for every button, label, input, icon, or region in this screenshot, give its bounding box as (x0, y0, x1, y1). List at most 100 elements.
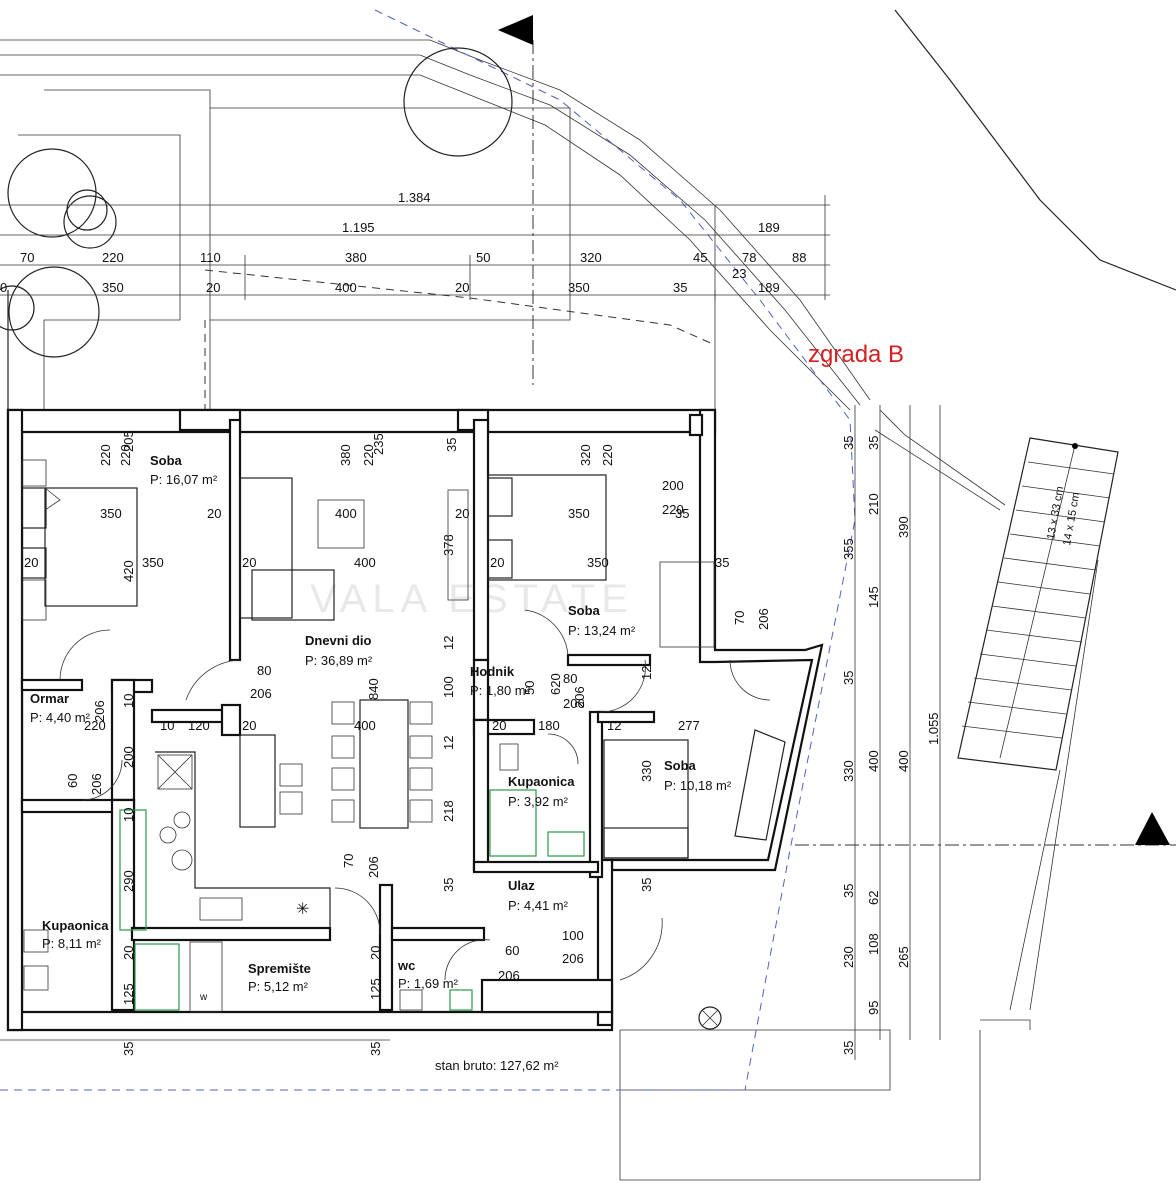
dim-label: 350 (568, 280, 590, 295)
dim-label: 400 (866, 750, 881, 772)
dim-label: 210 (866, 493, 881, 515)
dim-label: 12 (607, 718, 621, 733)
dim-label: 35 (866, 436, 881, 450)
dim-label: 125 (121, 983, 136, 1005)
dim-label: 378 (441, 534, 456, 556)
dim-label: 1.384 (398, 190, 431, 205)
dim-label: 70 (341, 854, 356, 868)
right-dimension-lines (854, 405, 941, 1060)
room-area: P: 36,89 m² (305, 653, 373, 668)
dim-label: 12 (441, 736, 456, 750)
dim-label: 35 (639, 878, 654, 892)
room-name: Soba (664, 758, 697, 773)
dim-label: 35 (673, 280, 687, 295)
dim-label: 1.055 (926, 712, 941, 745)
dim-label: 88 (792, 250, 806, 265)
site-context (0, 9, 1176, 1181)
dim-label: 145 (866, 586, 881, 608)
dim-label: 230 (841, 946, 856, 968)
dim-label: 220 (84, 718, 106, 733)
dim-label: 35 (368, 1042, 383, 1056)
dim-label: 189 (758, 220, 780, 235)
dim-label: 206 (563, 696, 585, 711)
dim-label: 206 (756, 608, 771, 630)
dim-label: 78 (742, 250, 756, 265)
dim-label: 350 (102, 280, 124, 295)
dim-label: 840 (366, 678, 381, 700)
dim-label: 400 (335, 506, 357, 521)
dim-label: 35 (444, 438, 459, 452)
room-area: P: 1,80 m² (470, 683, 531, 698)
dim-label: 62 (866, 891, 881, 905)
dim-label: 620 (548, 673, 563, 695)
right-dimension-labels: 35 35 355 210 390 145 35 1.055 330 400 4… (841, 436, 941, 1055)
dim-label: 235 (371, 433, 386, 455)
bottom-dimension-labels: 35 35 (0, 1039, 390, 1056)
room-area: P: 4,41 m² (508, 898, 569, 913)
room-area: P: 13,24 m² (568, 623, 636, 638)
dim-label: 206 (250, 686, 272, 701)
dim-label: 20 (455, 280, 469, 295)
dim-label: 206 (572, 686, 587, 708)
dim-label: 20 (490, 555, 504, 570)
dim-label: 200 (662, 478, 684, 493)
dim-label: 45 (693, 250, 707, 265)
dim-label: 290 (121, 870, 136, 892)
dim-label: 120 (188, 718, 210, 733)
dim-label: 206 (92, 700, 107, 722)
room-area: P: 5,12 m² (248, 979, 309, 994)
dim-label: 20 (242, 718, 256, 733)
dim-label: 80 (563, 671, 577, 686)
stair-note: 14 x 15 cm (1061, 491, 1082, 546)
dim-label: 23 (732, 266, 746, 281)
room-area: P: 16,07 m² (150, 472, 218, 487)
dim-label: 80 (257, 663, 271, 678)
dim-label: 220 (102, 250, 124, 265)
dim-label: 220 (600, 444, 615, 466)
room-name: Kupaonica (508, 774, 575, 789)
dim-label: 35 (675, 506, 689, 521)
dim-label: 220 (662, 502, 684, 517)
dim-label: 70 (732, 611, 747, 625)
dim-label: 20 (455, 506, 469, 521)
dim-label: 12 (639, 666, 654, 680)
dim-label: 20 (492, 718, 506, 733)
dim-label: 420 (121, 560, 136, 582)
room-name: Spremište (248, 961, 311, 976)
gross-area-label: stan bruto: 127,62 m² (435, 1058, 559, 1073)
dim-label: 12 (441, 636, 456, 650)
dim-label: 35 (841, 884, 856, 898)
dim-label: 400 (354, 555, 376, 570)
dim-label: 206 (498, 968, 520, 983)
dim-label: 380 (345, 250, 367, 265)
dim-label: 400 (354, 718, 376, 733)
dim-label: 200 (121, 746, 136, 768)
dim-label: 206 (89, 773, 104, 795)
dim-label: 100 (441, 676, 456, 698)
top-dimension-lines (0, 195, 830, 300)
dim-label: 350 (100, 506, 122, 521)
dim-label: 35 (441, 878, 456, 892)
dim-label: 20 (207, 506, 221, 521)
room-name: Soba (150, 453, 183, 468)
dim-label: 0 (0, 280, 7, 295)
washer-glyph: w (199, 992, 208, 1003)
room-name: Ulaz (508, 878, 535, 893)
dim-label: 189 (758, 280, 780, 295)
dim-label: 206 (366, 856, 381, 878)
dim-label: 20 (121, 946, 136, 960)
dim-label: 10 (160, 718, 174, 733)
room-area: P: 8,11 m² (42, 936, 102, 951)
watermark-text: VALA ESTATE (310, 577, 634, 621)
room-area: P: 3,92 m² (508, 794, 569, 809)
dim-label: 350 (587, 555, 609, 570)
dim-label: 400 (896, 750, 911, 772)
dim-label: 35 (715, 555, 729, 570)
walls (6, 408, 824, 1032)
dim-label: 320 (580, 250, 602, 265)
room-name: Dnevni dio (305, 633, 372, 648)
dim-label: 20 (206, 280, 220, 295)
building-label: zgrada B (808, 341, 904, 368)
dim-label: 20 (368, 946, 383, 960)
dim-label: 70 (20, 250, 34, 265)
